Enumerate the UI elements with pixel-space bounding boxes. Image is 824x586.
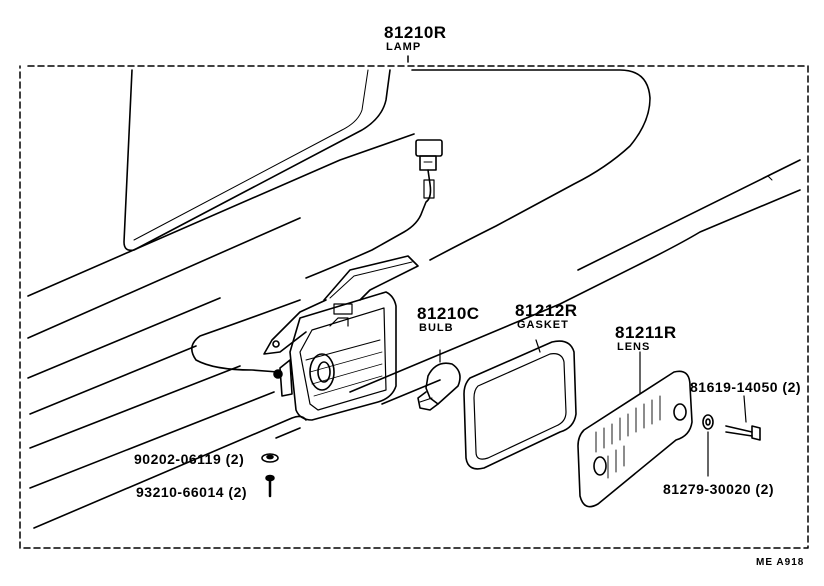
lens [577,351,693,508]
bolt-callout: 93210-66014 (2) [136,484,248,500]
nut-callout: 90202-06119 (2) [134,451,245,467]
gasket-part-number: 81212R [515,301,578,320]
lens-part-number: 81211R [615,323,677,342]
gasket [463,339,577,470]
lamp-part-number: 81210R [384,23,447,42]
lens-screw [725,395,761,441]
gasket-part-name: GASKET [517,319,569,331]
lens-part-name: LENS [617,341,651,353]
nut [261,453,279,463]
bulb-part-name: BULB [419,322,454,334]
lamp-part-name: LAMP [386,41,422,53]
washer-callout: 81279-30020 (2) [663,481,775,497]
lamp-housing [263,255,419,421]
assembly-boundary [19,55,809,549]
wire-harness [191,139,443,379]
lens-washer [702,414,714,477]
bulb [417,349,461,411]
drawing-code: ME A918 [756,557,805,568]
bolt [265,474,275,498]
bulb-part-number: 81210C [417,304,480,323]
screw-callout: 81619-14050 (2) [690,379,802,395]
